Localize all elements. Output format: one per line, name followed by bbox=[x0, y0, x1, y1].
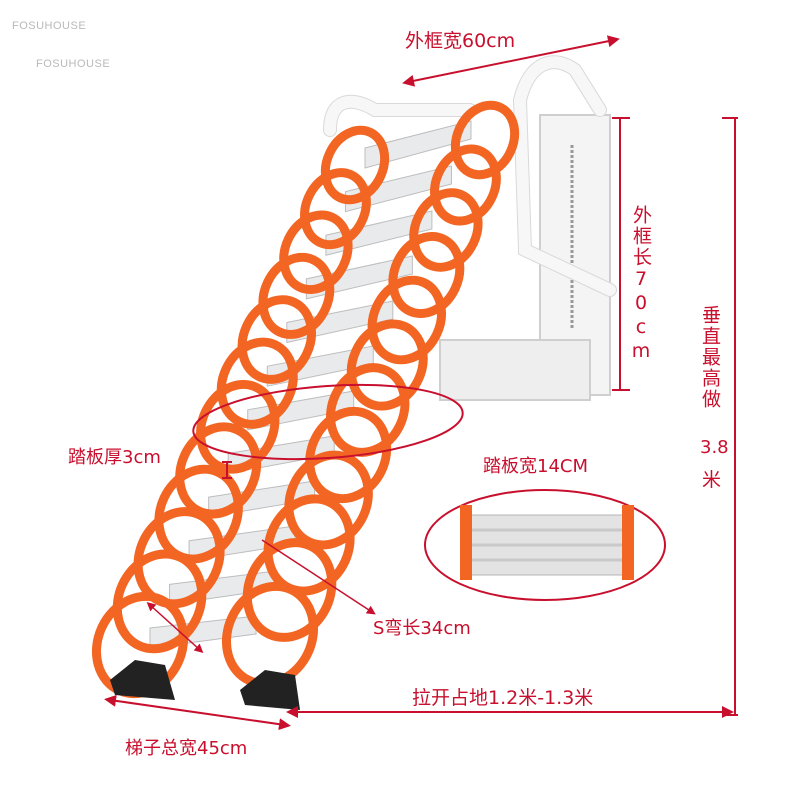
side-rail-loop bbox=[300, 168, 371, 250]
watermark-text: FOSUHOUSE bbox=[12, 20, 87, 32]
side-rail-loop bbox=[242, 538, 337, 642]
side-rail-loop bbox=[196, 379, 280, 474]
watermark-text-2: FOSUHOUSE bbox=[36, 58, 111, 70]
outer-frame-width-label: 外框宽60cm bbox=[405, 30, 516, 52]
tread-highlight-ellipse bbox=[192, 383, 464, 461]
max-vertical-height-unit: 米 bbox=[702, 469, 722, 491]
side-rail-loop bbox=[346, 319, 428, 411]
outer-frame-length-label: 外框长70cm bbox=[630, 205, 652, 364]
side-rail-loop bbox=[388, 231, 465, 319]
side-rail-loop bbox=[237, 295, 316, 384]
side-rail-loop bbox=[279, 210, 353, 295]
footprint-label: 拉开占地1.2米-1.3米 bbox=[412, 687, 594, 709]
max-vertical-height-label: 垂直最高做 bbox=[699, 305, 721, 410]
tread-step bbox=[344, 165, 452, 213]
side-rail-loop bbox=[326, 363, 410, 457]
side-rail-loop bbox=[216, 337, 298, 429]
side-rail-loop bbox=[258, 252, 335, 339]
dimension-lines bbox=[104, 35, 738, 731]
side-rail-loop bbox=[320, 125, 390, 205]
side-rail-loop bbox=[450, 100, 520, 180]
side-rail-loop bbox=[409, 188, 483, 272]
tread-step bbox=[364, 120, 472, 169]
side-rail-loop bbox=[305, 406, 392, 504]
side-rail-loop bbox=[367, 275, 446, 365]
s-bend-length-label: S弯长34cm bbox=[373, 618, 471, 639]
ladder-feet bbox=[110, 660, 300, 710]
ladder-side-rails bbox=[91, 100, 520, 699]
max-vertical-height-value: 3.8 bbox=[700, 437, 729, 458]
side-rail-loop bbox=[221, 581, 319, 689]
tread-thickness-label: 踏板厚3cm bbox=[68, 447, 161, 468]
side-rail-loop bbox=[430, 144, 501, 226]
tread-width-label: 踏板宽14CM bbox=[483, 456, 589, 477]
tread-detail-inset bbox=[424, 489, 666, 601]
total-width-label: 梯子总宽45cm bbox=[125, 738, 248, 759]
wall-mount-frame bbox=[439, 114, 611, 401]
